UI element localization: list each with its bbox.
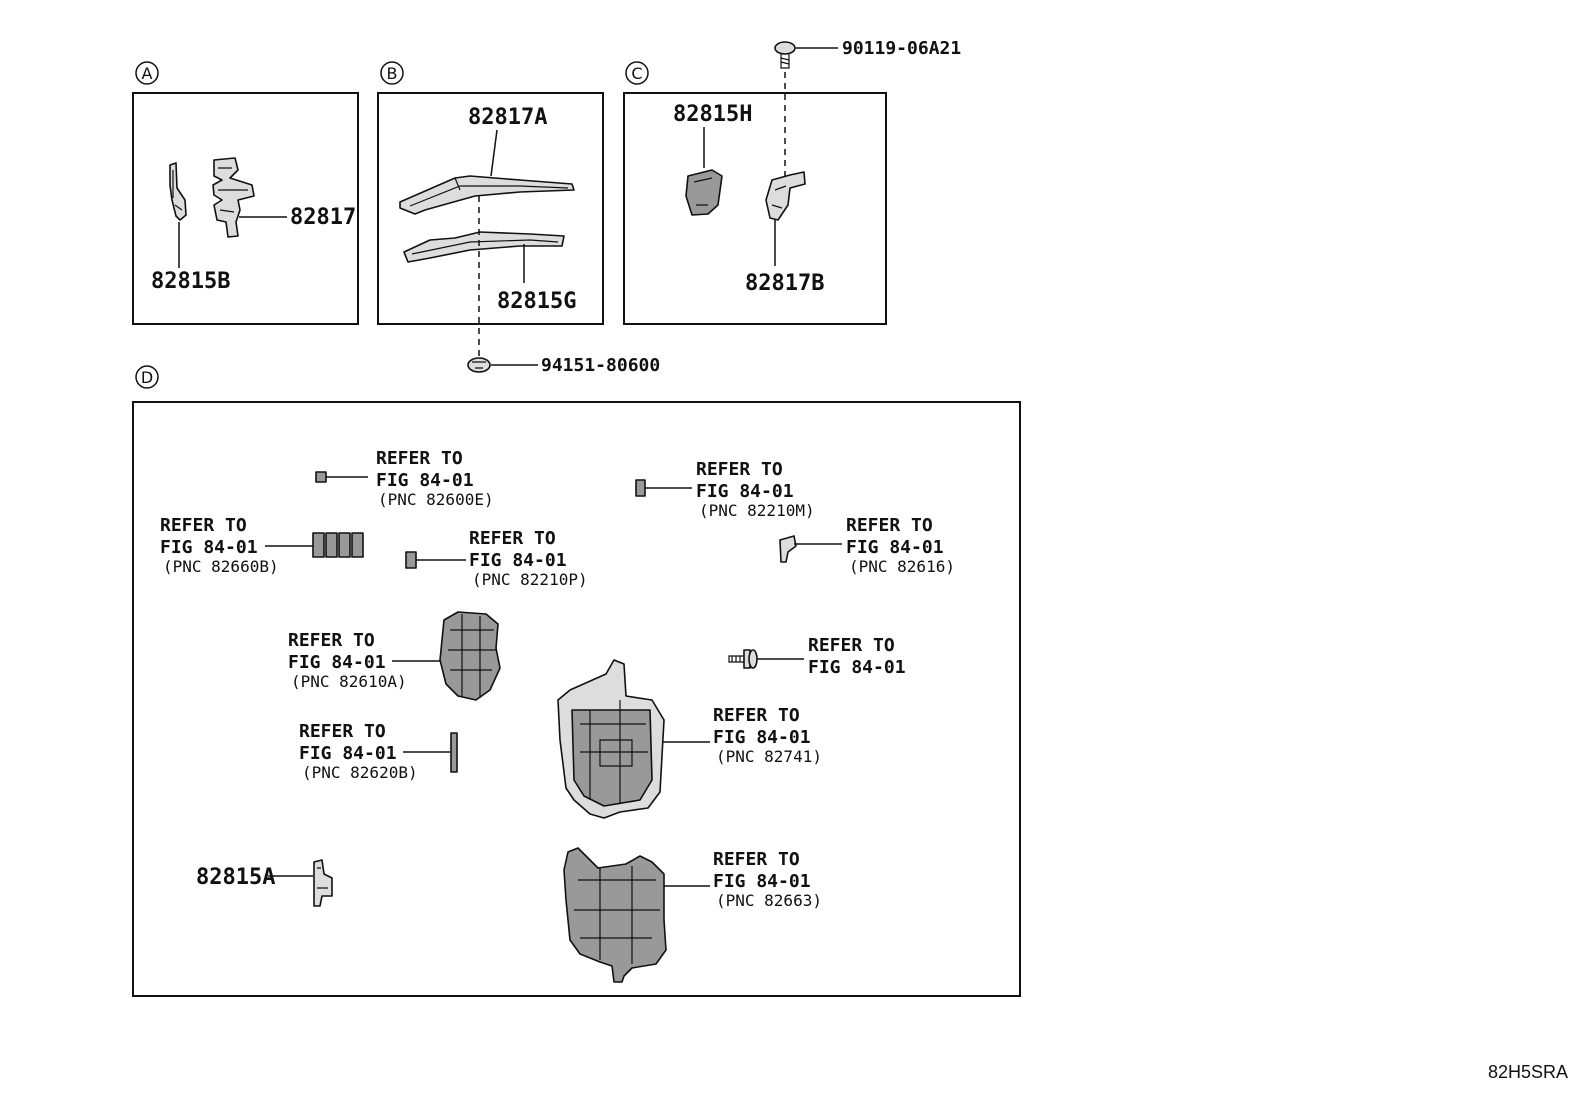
pnc-82660b: (PNC 82660B)	[163, 557, 279, 576]
connector-82210m-part[interactable]	[635, 479, 646, 497]
refer-fig-82620b: FIG 84-01	[299, 743, 397, 764]
part-label-82815a: 82815A	[196, 865, 275, 890]
section-c: C 90119-06A21 82815H 82817B	[623, 38, 961, 325]
section-c-marker: C	[631, 64, 642, 83]
pnc-82616: (PNC 82616)	[849, 557, 955, 576]
pnc-82741: (PNC 82741)	[716, 747, 822, 766]
pnc-82210p: (PNC 82210P)	[472, 570, 588, 589]
bracket-82815b-part[interactable]	[169, 162, 187, 221]
part-label-90119-06a21: 90119-06A21	[842, 38, 961, 59]
pnc-82210m: (PNC 82210M)	[699, 501, 815, 520]
cover-82663-part[interactable]	[563, 847, 667, 983]
section-c-frame	[623, 92, 887, 325]
pnc-82620b: (PNC 82620B)	[302, 763, 418, 782]
refer-label-82741: REFER TO	[713, 705, 800, 726]
rail-82817a-part[interactable]	[399, 175, 575, 215]
section-b: B 82817A 82815G 94151-80600	[377, 61, 660, 376]
figure-code: 82H5SRA	[1488, 1062, 1568, 1082]
section-d: D REFER TO FIG 84-01 (PNC 82600E) REFER …	[132, 365, 1021, 997]
connector-82600e-part[interactable]	[315, 471, 327, 483]
refer-label-82616: REFER TO	[846, 515, 933, 536]
screw-icon[interactable]	[728, 649, 758, 669]
refer-label-82663: REFER TO	[713, 849, 800, 870]
bracket-82616-part[interactable]	[779, 535, 797, 563]
refer-fig-82663: FIG 84-01	[713, 871, 811, 892]
connector-82210p-part[interactable]	[405, 551, 417, 569]
section-d-frame	[132, 401, 1021, 997]
section-a-marker: A	[142, 64, 153, 83]
bracket-82815a-part[interactable]	[313, 859, 333, 907]
bracket-82815h-part[interactable]	[685, 169, 723, 216]
pnc-82663: (PNC 82663)	[716, 891, 822, 910]
refer-fig-82210m: FIG 84-01	[696, 481, 794, 502]
part-label-82817a: 82817A	[468, 105, 547, 130]
refer-fig-82741: FIG 84-01	[713, 727, 811, 748]
refer-fig-82600e: FIG 84-01	[376, 470, 474, 491]
refer-label-82610a: REFER TO	[288, 630, 375, 651]
section-a: A 82815B 82817	[132, 61, 359, 325]
pnc-82600e: (PNC 82600E)	[378, 490, 494, 509]
section-a-frame	[132, 92, 359, 325]
junction-block-82610a-part[interactable]	[439, 611, 501, 701]
refer-label-82660b: REFER TO	[160, 515, 247, 536]
part-label-94151-80600: 94151-80600	[541, 355, 660, 376]
bracket-82817b-part[interactable]	[765, 171, 806, 221]
part-label-82815b: 82815B	[151, 269, 230, 294]
part-label-82817b: 82817B	[745, 271, 824, 296]
section-b-marker: B	[387, 64, 398, 83]
fuse-82620b-part[interactable]	[450, 732, 458, 773]
clip-94151-80600-icon[interactable]	[467, 357, 491, 373]
pnc-82610a: (PNC 82610A)	[291, 672, 407, 691]
refer-label-82210p: REFER TO	[469, 528, 556, 549]
refer-fig-screw: FIG 84-01	[808, 657, 906, 678]
refer-fig-82210p: FIG 84-01	[469, 550, 567, 571]
bracket-82817-part[interactable]	[212, 157, 255, 238]
refer-label-screw: REFER TO	[808, 635, 895, 656]
refer-fig-82660b: FIG 84-01	[160, 537, 258, 558]
rail-82815g-part[interactable]	[403, 231, 565, 263]
part-label-82817: 82817	[290, 205, 356, 230]
refer-fig-82616: FIG 84-01	[846, 537, 944, 558]
bracket-82741-part[interactable]	[557, 659, 665, 819]
part-label-82815h: 82815H	[673, 102, 752, 127]
refer-label-82600e: REFER TO	[376, 448, 463, 469]
relay-block-82660b-part[interactable]	[312, 532, 364, 558]
refer-label-82620b: REFER TO	[299, 721, 386, 742]
refer-label-82210m: REFER TO	[696, 459, 783, 480]
section-d-marker: D	[141, 368, 153, 387]
section-b-frame	[377, 92, 604, 325]
refer-fig-82610a: FIG 84-01	[288, 652, 386, 673]
part-label-82815g: 82815G	[497, 289, 576, 314]
bolt-90119-06a21-icon[interactable]	[774, 41, 796, 69]
